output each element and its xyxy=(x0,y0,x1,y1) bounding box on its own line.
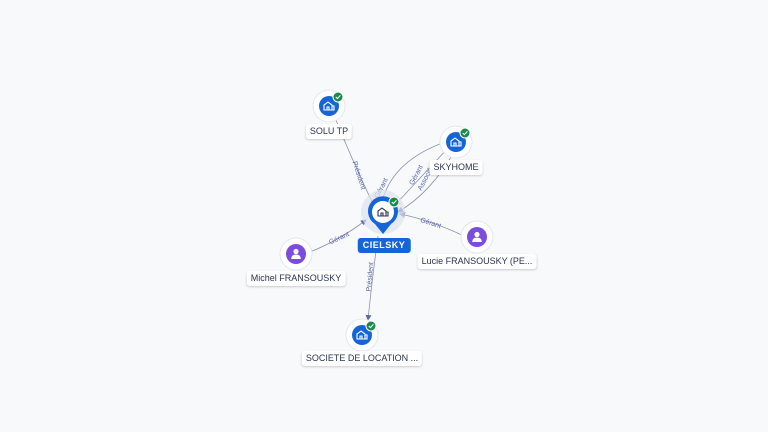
edge-label: Président xyxy=(366,262,376,292)
check-icon xyxy=(459,127,471,139)
node-center[interactable] xyxy=(361,190,405,234)
node-label-skyhome[interactable]: SKYHOME xyxy=(429,160,483,175)
node-solutp[interactable] xyxy=(312,89,346,123)
node-sdl[interactable] xyxy=(345,318,379,352)
check-icon xyxy=(365,320,377,332)
company-circle xyxy=(352,325,372,345)
edge-skyhome-center-2 xyxy=(397,149,456,213)
edge-skyhome-center-1 xyxy=(394,147,449,206)
node-label-solutp[interactable]: SOLU TP xyxy=(305,124,353,139)
edge-label: Gérant xyxy=(419,217,442,230)
check-icon xyxy=(332,91,344,103)
company-circle xyxy=(446,132,466,152)
edge-michel-center xyxy=(309,219,367,253)
person-icon xyxy=(291,248,301,259)
building-icon xyxy=(450,137,462,147)
edge-lucie-center xyxy=(399,212,465,237)
building-icon xyxy=(323,101,335,111)
node-michel[interactable] xyxy=(279,237,313,271)
building-icon xyxy=(377,207,389,217)
node-label-center[interactable]: CIELSKY xyxy=(357,238,411,253)
building-icon xyxy=(356,330,368,340)
node-lucie[interactable] xyxy=(460,220,494,254)
edge-label: Président xyxy=(351,160,367,190)
person-icon xyxy=(472,231,482,242)
node-label-sdl[interactable]: SOCIETE DE LOCATION ... xyxy=(301,351,423,366)
check-icon xyxy=(388,196,400,208)
node-label-lucie[interactable]: Lucie FRANSOUSKY (PE... xyxy=(417,254,537,269)
company-circle xyxy=(319,96,339,116)
node-label-michel[interactable]: Michel FRANSOUSKY xyxy=(246,271,346,286)
node-skyhome[interactable] xyxy=(439,125,473,159)
edge-label: Gérant xyxy=(328,231,350,246)
